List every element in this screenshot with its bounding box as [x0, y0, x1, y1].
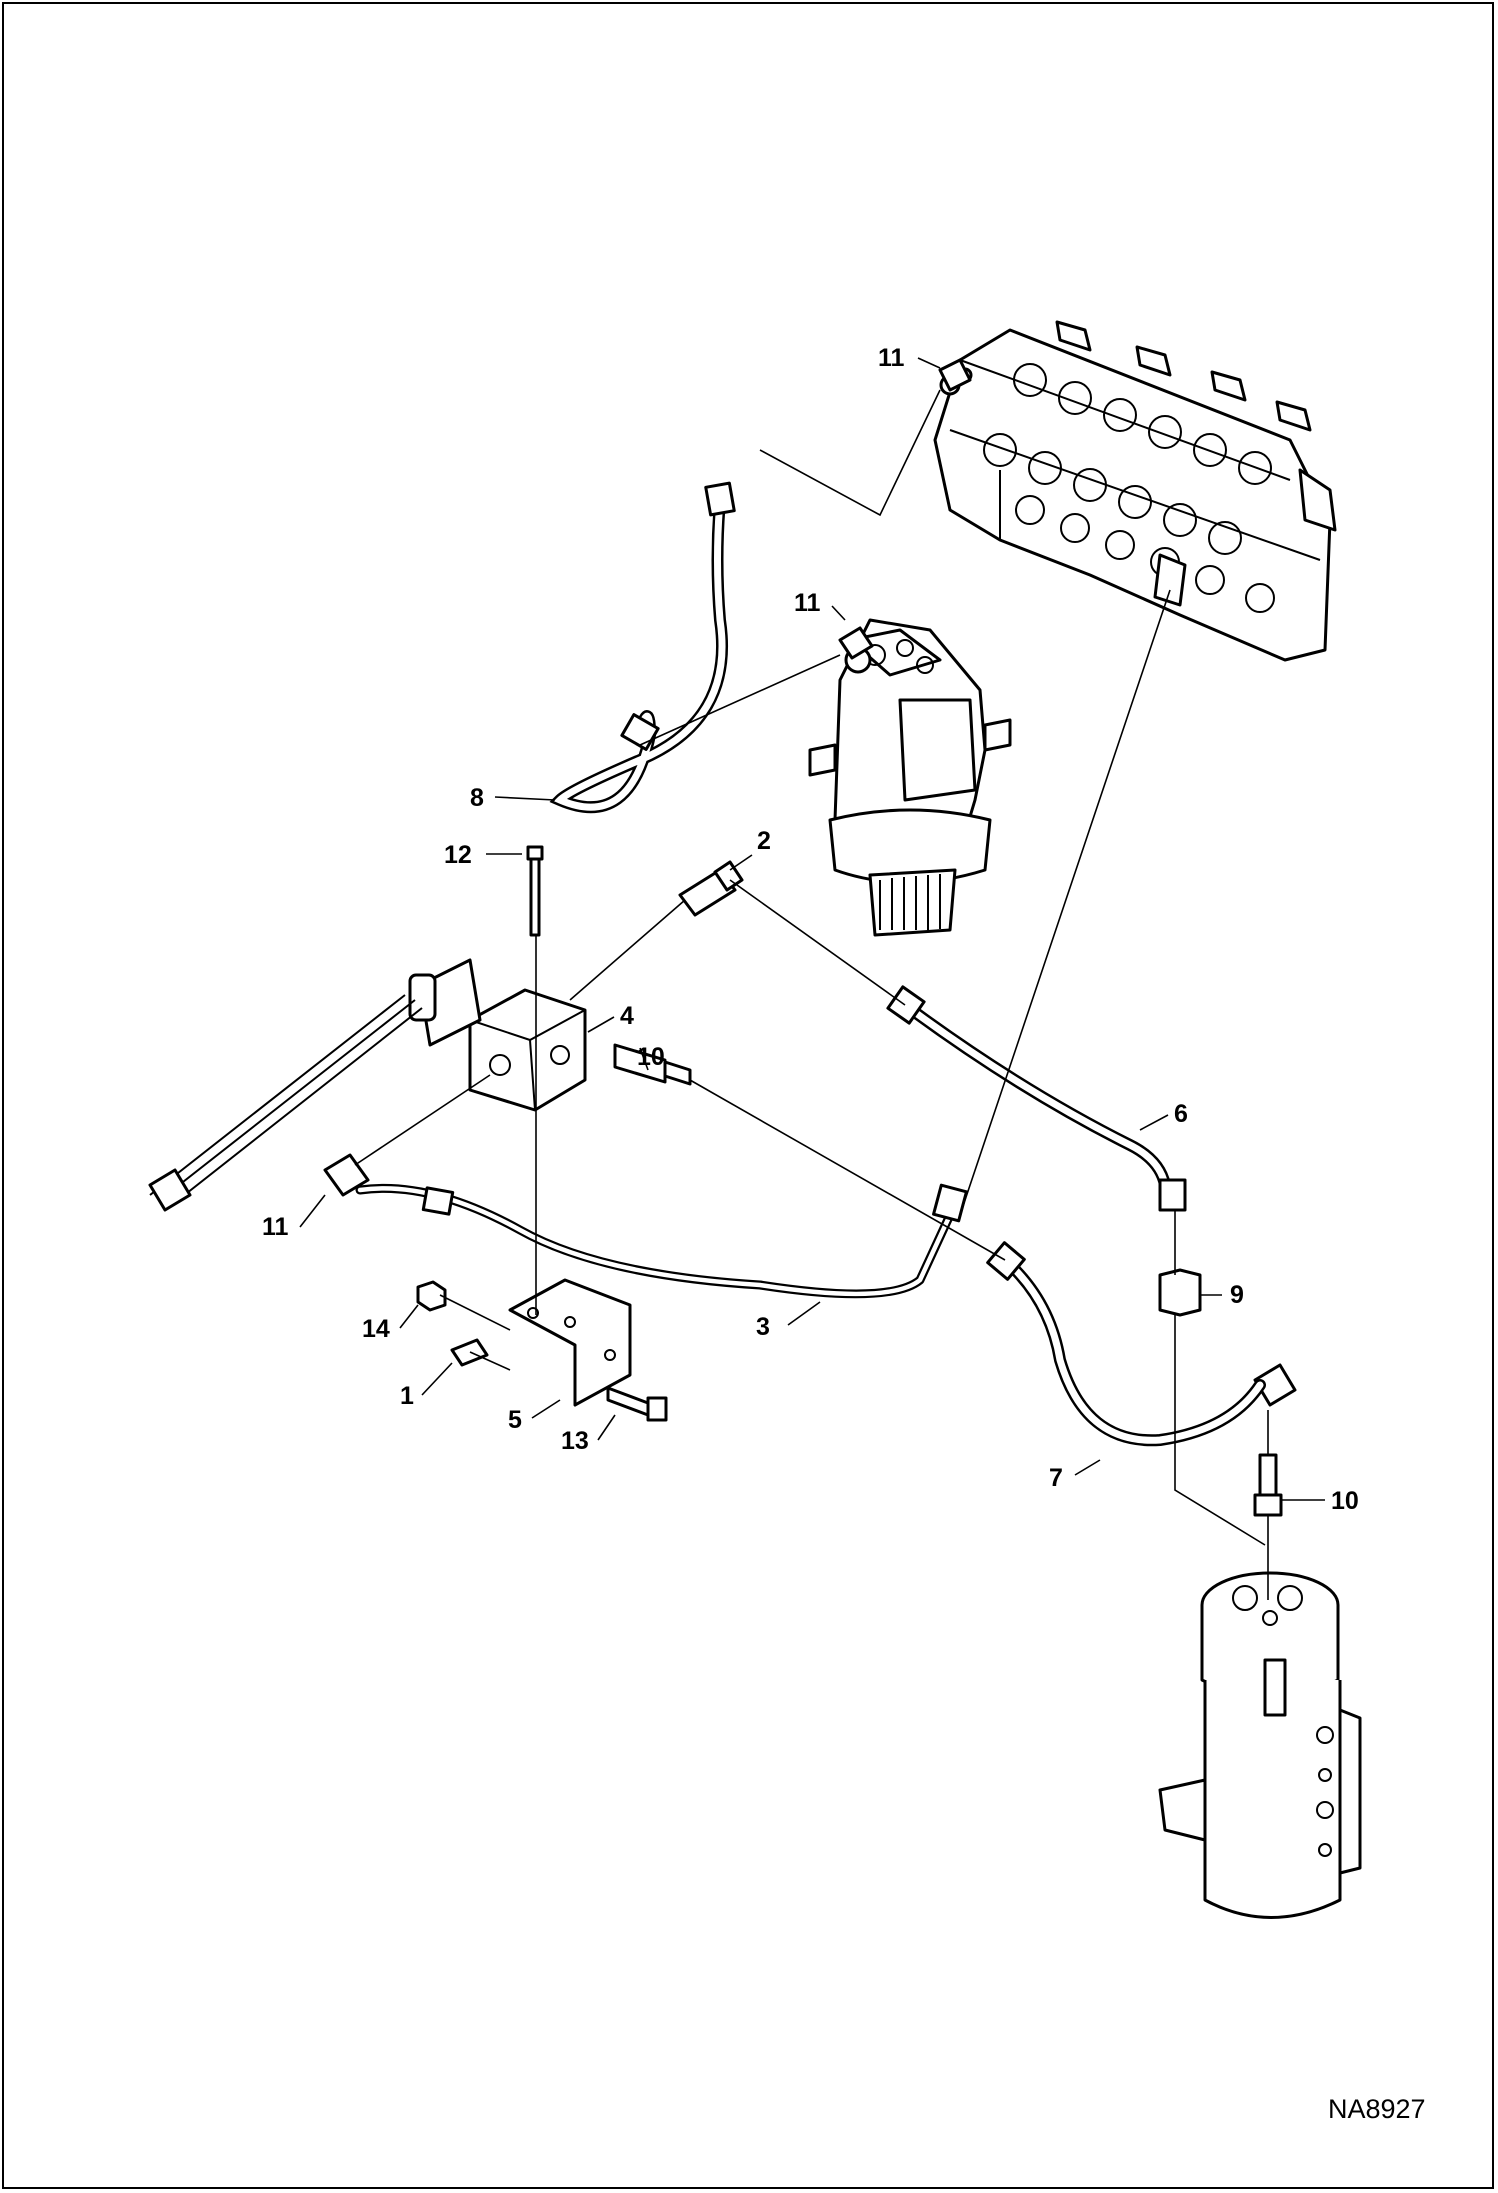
- control-valve: [933, 320, 1337, 662]
- callout-8: 8: [470, 784, 484, 812]
- mount-bracket: [508, 1278, 632, 1407]
- callout-7: 7: [1049, 1464, 1063, 1492]
- swing-motor: [808, 618, 1012, 937]
- callout-14: 14: [362, 1315, 390, 1343]
- callout-11-left: 11: [262, 1213, 289, 1241]
- callout-4: 4: [620, 1002, 634, 1030]
- callout-2: 2: [757, 827, 771, 855]
- callout-11-valve: 11: [878, 344, 905, 372]
- callout-6: 6: [1174, 1100, 1188, 1128]
- callout-13: 13: [561, 1427, 589, 1455]
- callout-5: 5: [508, 1406, 522, 1434]
- callouts: 11 11 8 12 2 4 10 6 11 3 9 14 1 5 13 7 1: [262, 344, 1359, 1515]
- callout-9: 9: [1230, 1281, 1244, 1309]
- callout-12: 12: [444, 841, 472, 869]
- callout-10-lower: 10: [1331, 1487, 1359, 1515]
- figure-id: NA8927: [1328, 2094, 1426, 2124]
- hardware: [323, 358, 1297, 1517]
- hoses: [355, 481, 1266, 1447]
- callout-10-upper: 10: [637, 1043, 665, 1071]
- rotary-joint: [1158, 1571, 1362, 1919]
- solenoid-valve: [148, 958, 587, 1212]
- callout-11-motor: 11: [794, 589, 821, 617]
- callout-1: 1: [400, 1382, 414, 1410]
- assembly-lines: [354, 389, 1269, 1600]
- callout-3: 3: [756, 1313, 770, 1341]
